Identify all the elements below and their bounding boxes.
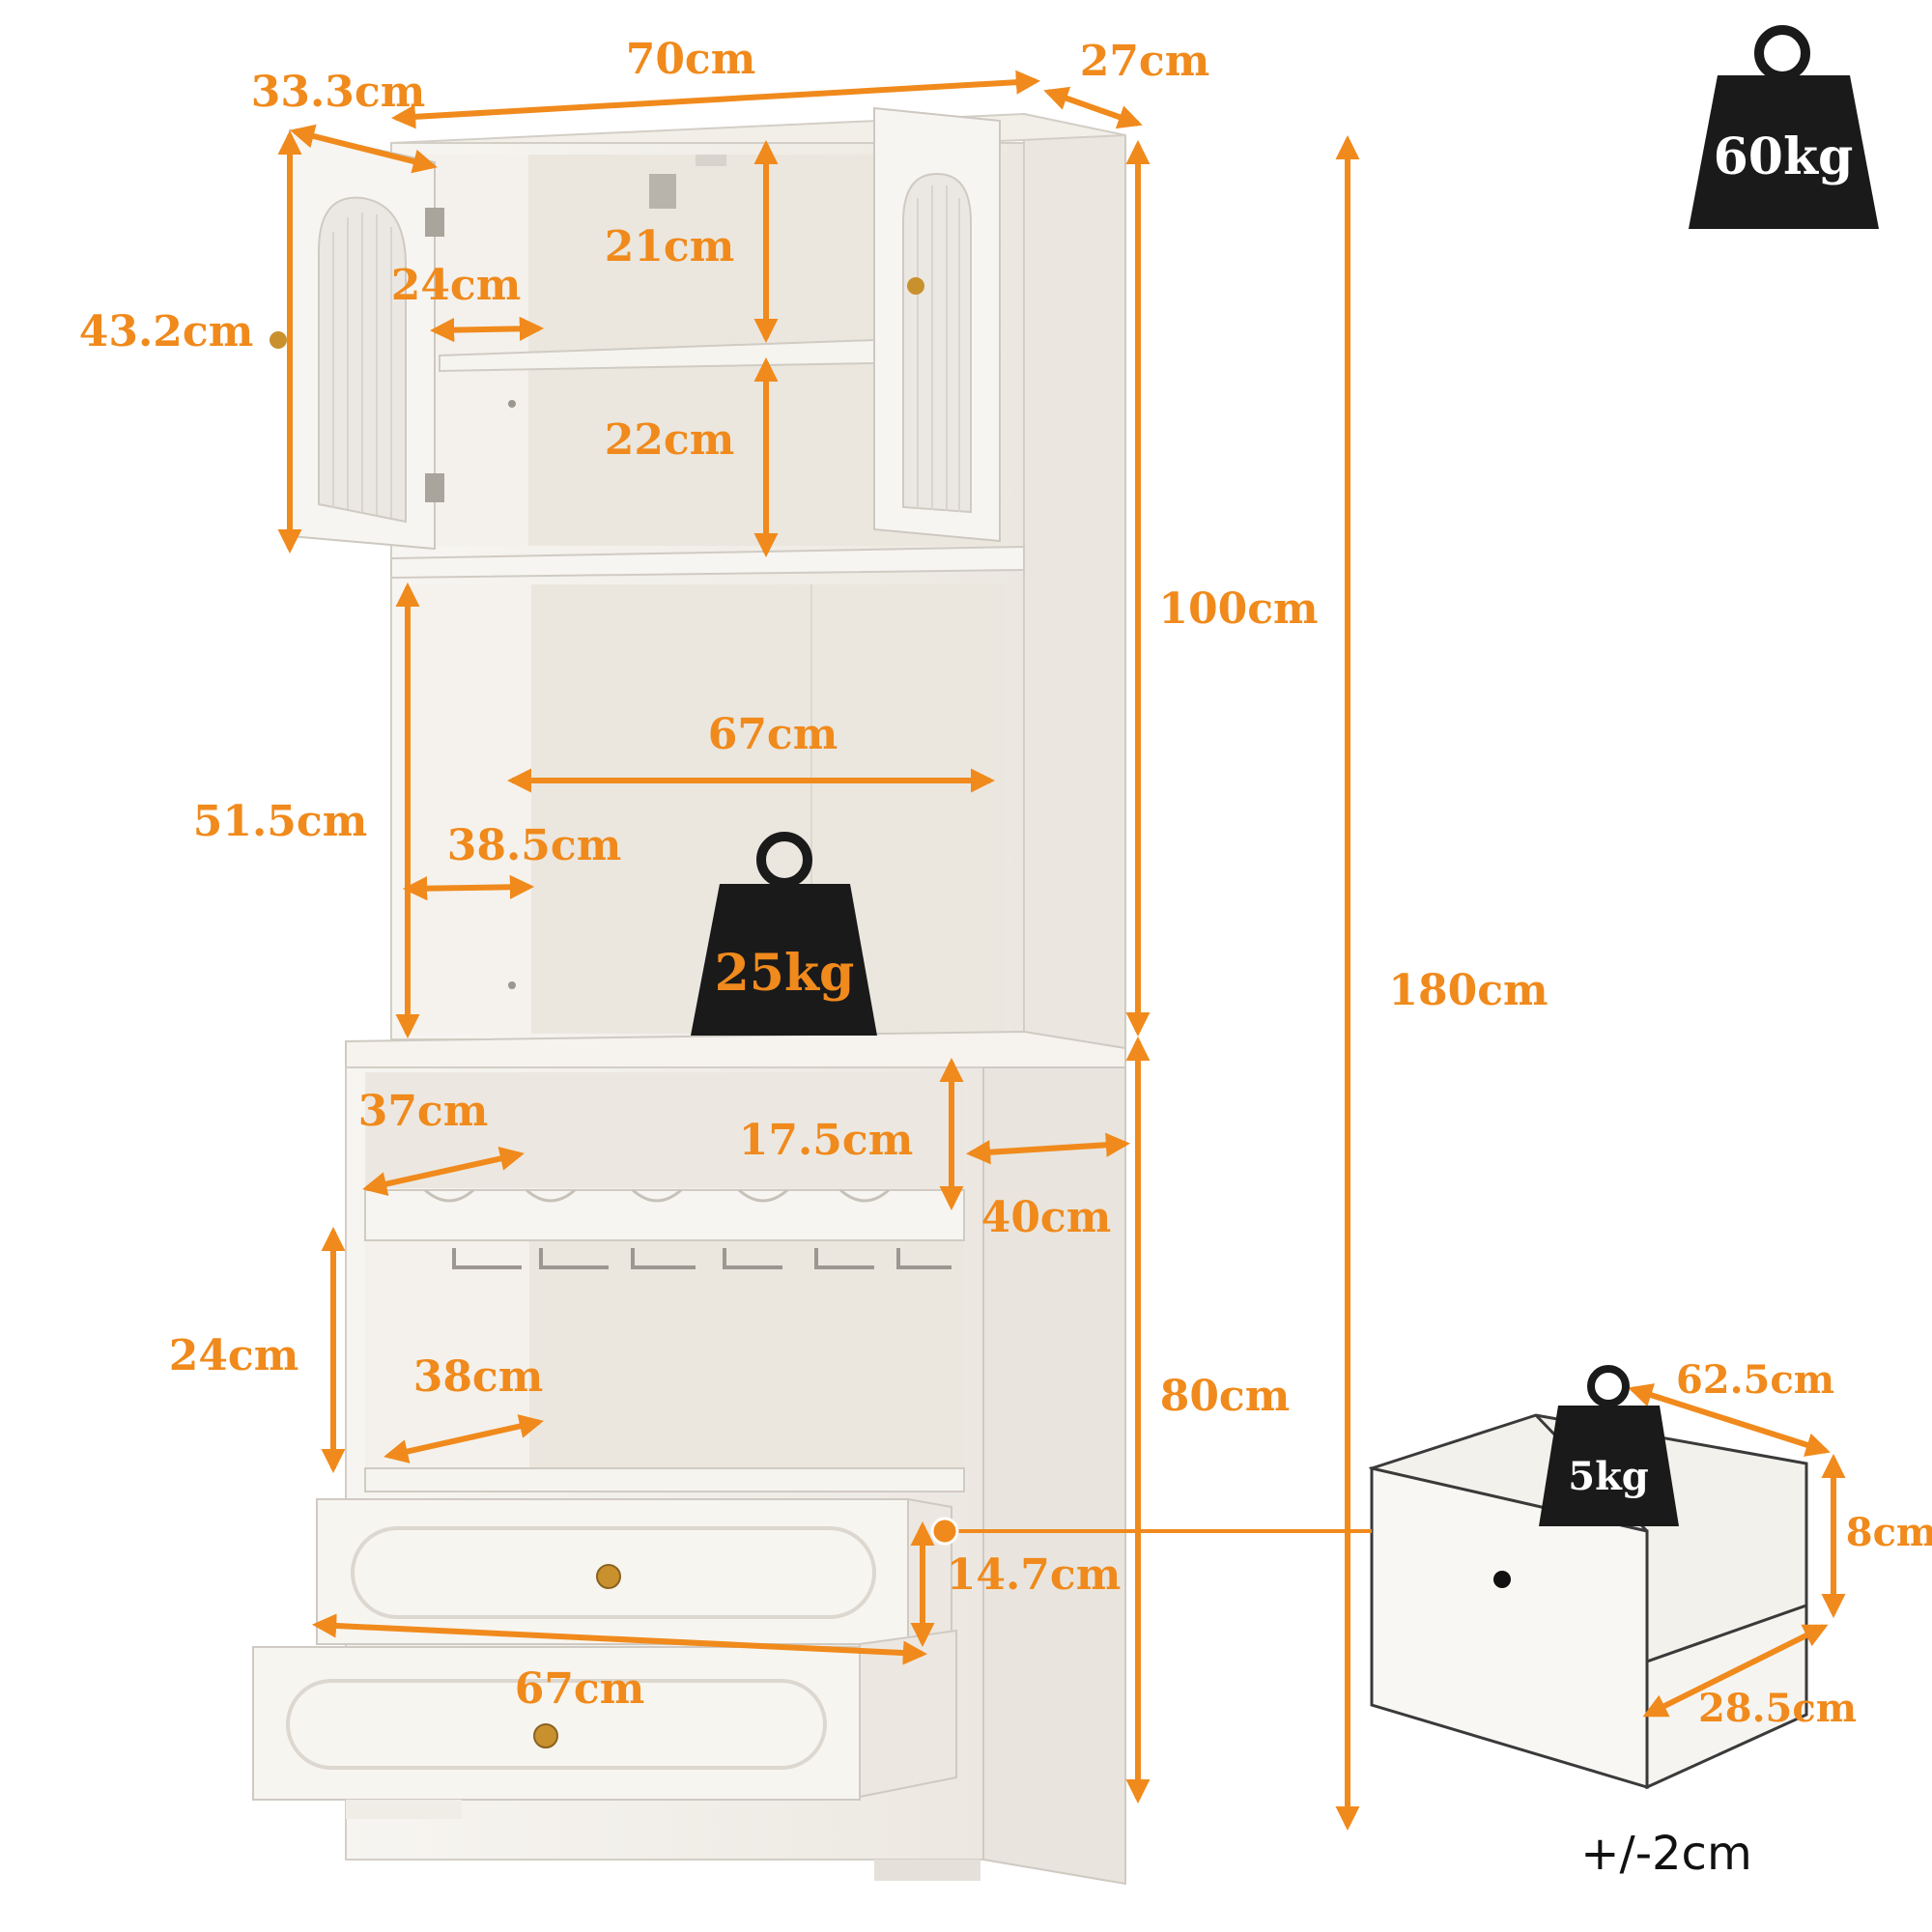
weight-drawer-label: 5kg — [1568, 1454, 1649, 1499]
counter-top — [345, 1030, 1126, 1072]
label-upper-cabinet-height: 100cm — [1158, 584, 1318, 634]
label-drawer-width: 67cm — [515, 1664, 645, 1714]
label-overall-width: 70cm — [626, 35, 756, 84]
arrow-glass-rack-depth — [384, 1414, 544, 1463]
arrow-drawer-inner-depth — [1642, 1624, 1829, 1718]
open-shelf-left-wall — [411, 584, 531, 1034]
label-base-height: 80cm — [1160, 1372, 1291, 1421]
drawer-top-knob[interactable] — [596, 1564, 621, 1589]
drawer-bottom-front — [252, 1646, 861, 1801]
right-door-glass — [902, 172, 972, 514]
dimension-arrows — [277, 70, 1846, 1832]
dimension-labels: 70cm 27cm 33.3cm 43.2cm 21cm 24cm 22cm 1… — [79, 35, 1932, 1731]
arrow-overall-width — [390, 70, 1041, 129]
label-drawer-height: 14.7cm — [947, 1550, 1122, 1600]
label-open-shelf-height: 51.5cm — [193, 797, 368, 846]
arrow-door-width — [290, 124, 438, 174]
arrow-wine-rack-depth — [362, 1147, 525, 1196]
drawer-detail-knob-hole — [1493, 1571, 1511, 1588]
label-glass-rack-depth: 38cm — [413, 1352, 544, 1402]
left-door-knob[interactable] — [270, 331, 287, 349]
label-door-height: 43.2cm — [79, 307, 254, 356]
label-wine-rack-height: 17.5cm — [739, 1116, 914, 1165]
label-glass-rack-height: 24cm — [169, 1331, 299, 1380]
foot-right — [874, 1860, 980, 1881]
mounting-bracket — [649, 174, 676, 209]
left-door-glass-ribs — [332, 213, 392, 518]
weight-icon-shelf: 25kg — [691, 832, 877, 1036]
weight-icon-drawer: 5kg — [1539, 1365, 1679, 1526]
upper-cabinet-bottom — [390, 545, 1025, 580]
label-lower-upper-shelf-height: 22cm — [605, 415, 735, 465]
weight-icon — [1689, 75, 1879, 229]
tolerance-note: +/-2cm — [1580, 1827, 1751, 1881]
hinge-icon — [425, 208, 444, 237]
right-door-knob[interactable] — [907, 277, 924, 295]
arrow-overall-depth — [1043, 86, 1143, 129]
label-drawer-inner-width: 62.5cm — [1676, 1357, 1834, 1403]
weight-icon-ring — [1587, 1365, 1630, 1407]
label-drawer-inner-depth: 28.5cm — [1698, 1686, 1857, 1731]
hinge-icon — [425, 473, 444, 502]
right-door-glass-ribs — [917, 185, 960, 512]
arrow-drawer-width — [311, 1613, 928, 1665]
label-upper-shelf-depth: 24cm — [391, 261, 522, 310]
shelf-pin-hole — [508, 400, 516, 408]
label-base-depth: 40cm — [981, 1193, 1112, 1242]
weight-shelf-label: 25kg — [715, 944, 855, 1003]
weight-icon — [1539, 1406, 1679, 1526]
drawer-bottom-knob[interactable] — [533, 1723, 558, 1748]
drawer-bottom-panel — [286, 1679, 827, 1770]
mounting-label — [696, 155, 726, 166]
weight-total-label: 60kg — [1714, 128, 1854, 186]
shelf-pin-hole — [508, 981, 516, 989]
label-wine-rack-depth: 37cm — [358, 1087, 489, 1136]
weight-icon-ring — [1754, 25, 1810, 81]
base-shelf — [364, 1467, 965, 1492]
label-overall-depth: 27cm — [1080, 37, 1210, 86]
label-open-shelf-depth: 38.5cm — [447, 821, 622, 870]
foot-left — [346, 1800, 462, 1819]
label-door-width: 33.3cm — [251, 68, 426, 117]
weight-icon — [691, 884, 877, 1036]
weight-icon-ring — [756, 832, 812, 888]
label-drawer-inner-height: 8cm — [1846, 1510, 1932, 1555]
arrow-drawer-inner-width — [1628, 1383, 1831, 1457]
arrow-open-shelf-depth — [402, 874, 535, 901]
label-upper-shelf-height: 21cm — [605, 222, 735, 271]
arrow-upper-shelf-depth — [429, 316, 545, 343]
drawer-leader-dot — [930, 1517, 959, 1546]
cabinet-illustration — [252, 106, 1126, 1886]
arrow-base-depth — [965, 1132, 1131, 1165]
label-total-height: 180cm — [1388, 966, 1548, 1015]
stemware-holder — [452, 1248, 952, 1269]
base-side-panel — [982, 1066, 1126, 1886]
label-open-shelf-width: 67cm — [708, 710, 838, 759]
wine-rack-cutouts — [424, 1188, 890, 1203]
weight-icon-total: 60kg — [1689, 25, 1879, 229]
